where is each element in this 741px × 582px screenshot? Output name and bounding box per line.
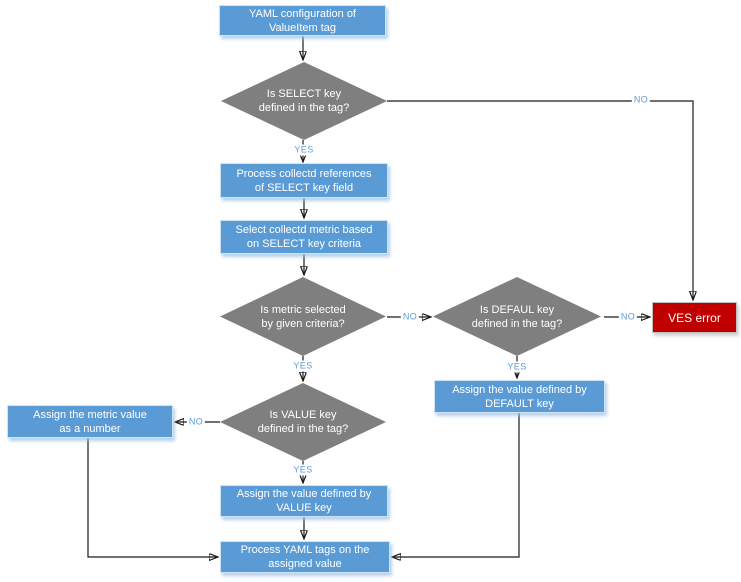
edge-label-metric-no: NO: [400, 311, 420, 323]
node-assign-metric-label: Assign the metric value as a number: [33, 408, 147, 435]
node-process-tags-label: Process YAML tags on the assigned value: [240, 544, 370, 570]
edge-label-metric-yes: YES: [291, 360, 315, 372]
node-yaml-config-label: YAML configuration of ValueItem tag: [248, 7, 356, 34]
node-value-key-label: Is VALUE key defined in the tag?: [257, 409, 349, 435]
edge-label-select-no: NO: [631, 94, 651, 106]
edge-assignmetric-to-processtags: [87, 438, 218, 557]
edge-label-value-yes: YES: [291, 464, 315, 476]
edge-label-default-no: NO: [618, 311, 638, 323]
edge-select-no-to-ves: [387, 100, 693, 300]
node-assign-value: Assign the value defined by VALUE key: [220, 485, 388, 517]
node-assign-value-label: Assign the value defined by VALUE key: [236, 488, 372, 514]
node-select-metric: Select collectd metric based on SELECT k…: [220, 220, 388, 254]
node-process-refs: Process collectd references of SELECT ke…: [220, 163, 388, 198]
node-ves-error: VES error: [652, 302, 737, 333]
node-select-key-label: Is SELECT key defined in the tag?: [258, 88, 350, 114]
edge-label-value-no: NO: [186, 416, 206, 428]
node-process-refs-label: Process collectd references of SELECT ke…: [236, 167, 372, 194]
node-default-key-label: Is DEFAUL key defined in the tag?: [471, 303, 563, 330]
node-yaml-config: YAML configuration of ValueItem tag: [219, 5, 386, 36]
node-metric-selected-label: Is metric selected by given criteria?: [260, 303, 346, 330]
node-process-tags: Process YAML tags on the assigned value: [220, 541, 390, 573]
node-assign-metric: Assign the metric value as a number: [7, 405, 173, 438]
node-select-metric-label: Select collectd metric based on SELECT k…: [235, 224, 373, 250]
edge-label-default-yes: YES: [505, 361, 529, 373]
node-assign-default: Assign the value defined by DEFAULT key: [434, 380, 605, 413]
edge-assigndefault-to-processtags: [392, 413, 520, 557]
node-assign-default-label: Assign the value defined by DEFAULT key: [452, 383, 587, 410]
edge-label-select-yes: YES: [292, 144, 316, 156]
node-ves-error-label: VES error: [668, 310, 721, 325]
